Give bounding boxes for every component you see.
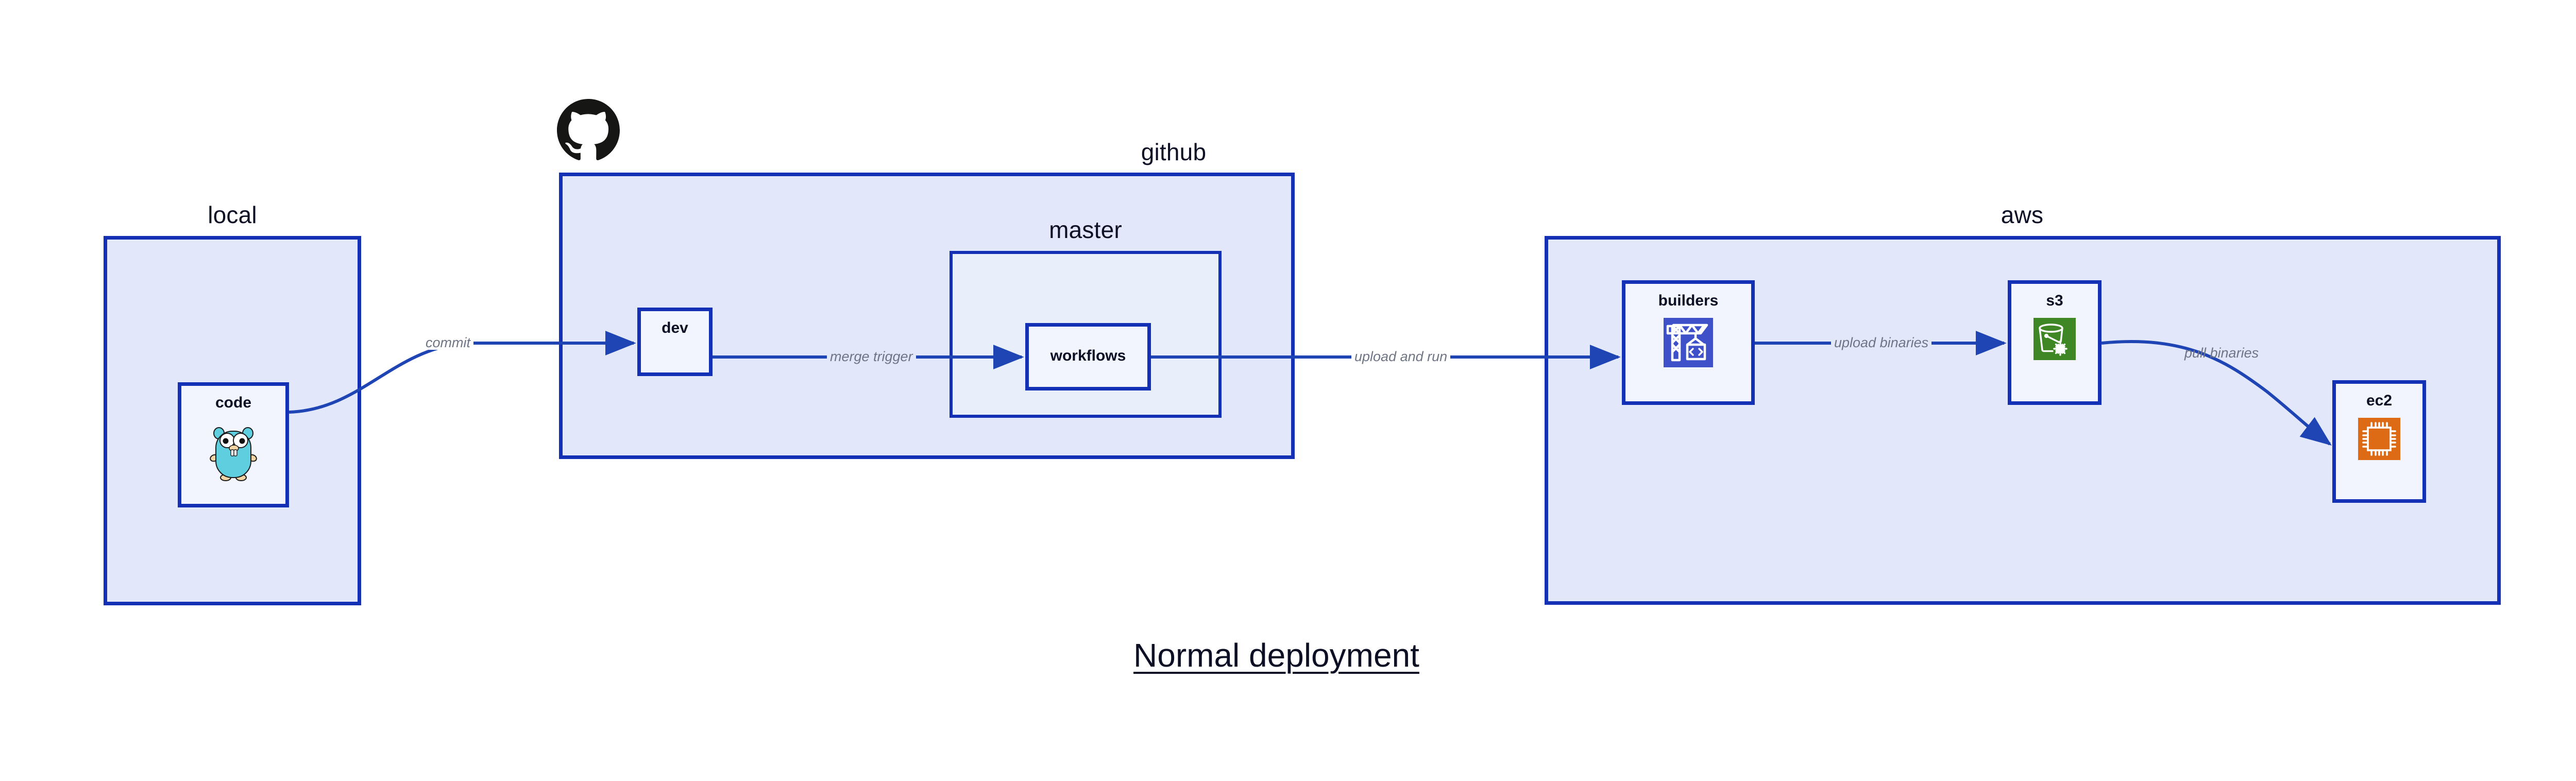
node-builders[interactable]: builders [1622, 280, 1755, 405]
edge-label-upload-and-run: upload and run [1351, 350, 1451, 364]
aws-codebuild-icon [1664, 318, 1713, 370]
node-dev-label: dev [662, 319, 688, 336]
node-dev[interactable]: dev [637, 308, 713, 376]
node-workflows[interactable]: workflows [1025, 323, 1151, 390]
node-builders-label: builders [1658, 292, 1719, 309]
node-code[interactable]: code [178, 382, 289, 507]
edge-label-upload-binaries: upload binaries [1831, 336, 1932, 350]
group-local-label: local [208, 201, 257, 228]
github-logo-icon [557, 99, 620, 162]
edge-label-commit: commit [422, 336, 473, 350]
aws-s3-glacier-icon [2033, 318, 2076, 363]
diagram-caption: Normal deployment [1133, 637, 1419, 674]
group-master-label: master [1049, 216, 1122, 243]
edge-label-merge-trigger: merge trigger [827, 350, 916, 364]
node-workflows-label: workflows [1050, 347, 1126, 364]
aws-ec2-chip-icon [2358, 418, 2400, 463]
node-s3-label: s3 [2046, 292, 2063, 309]
node-s3[interactable]: s3 [2008, 280, 2102, 405]
group-aws-label: aws [2001, 201, 2044, 228]
edge-label-pull-binaries: pull binaries [2184, 345, 2259, 361]
node-ec2-label: ec2 [2366, 392, 2393, 409]
go-gopher-icon [210, 420, 257, 484]
node-ec2[interactable]: ec2 [2332, 380, 2426, 503]
node-code-label: code [215, 394, 252, 411]
group-github-label: github [1141, 139, 1207, 165]
